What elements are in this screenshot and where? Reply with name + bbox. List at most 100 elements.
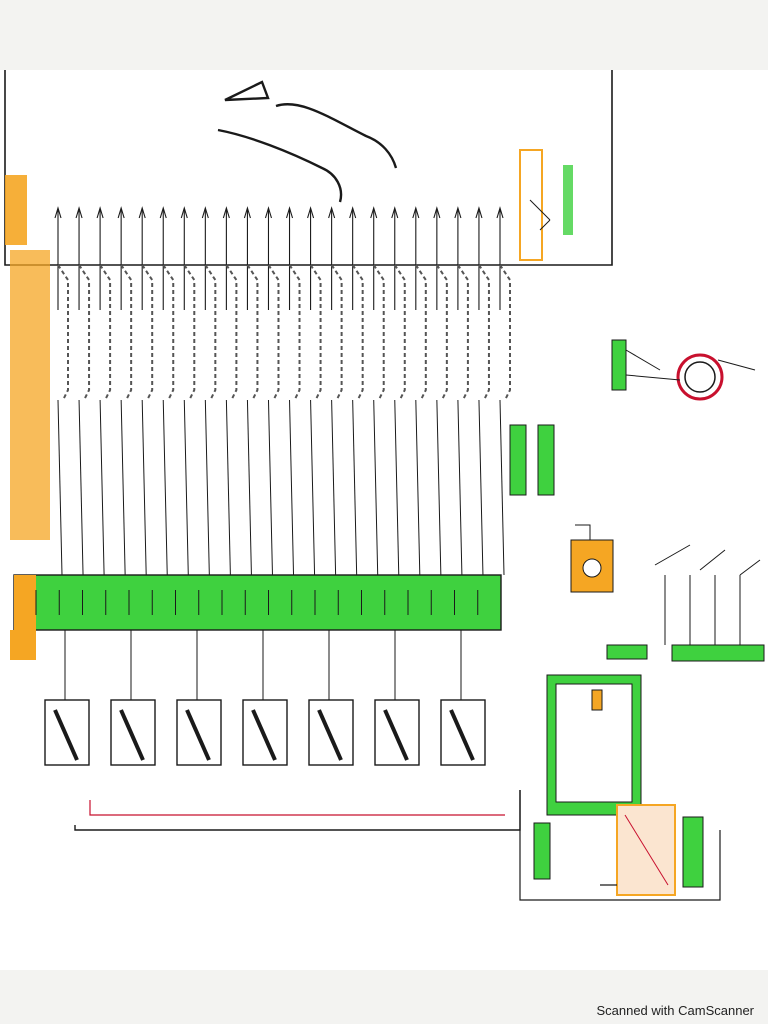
spare-strip-top	[5, 175, 27, 245]
arrow-head	[349, 206, 357, 219]
arrow-head	[75, 206, 83, 219]
arrow-head	[138, 206, 146, 219]
cable-label-scribble	[141, 264, 154, 401]
wire-down	[499, 399, 505, 576]
wire-down	[331, 399, 337, 576]
arrow-head	[433, 206, 441, 219]
wire-down	[99, 399, 105, 576]
cable-label-scribble	[457, 264, 469, 401]
fuse-4	[606, 644, 648, 660]
wire-down	[225, 399, 231, 576]
wire-down	[310, 399, 316, 576]
arrow-head	[54, 206, 62, 219]
arrow-head	[243, 206, 251, 219]
wire-down	[478, 399, 484, 576]
module-mark	[53, 709, 79, 761]
wire-down	[415, 399, 421, 576]
arrow-head	[222, 206, 230, 219]
thermosensor	[625, 349, 756, 401]
wire-bundle-bottom	[57, 399, 505, 576]
fuse-3	[682, 816, 704, 888]
cable-label-scribble	[351, 264, 364, 401]
sensor-modules	[44, 630, 486, 766]
wire-down	[57, 399, 63, 576]
relay-block	[546, 674, 642, 816]
cable-label-scribble	[204, 264, 217, 401]
cable-label-scribble	[246, 264, 259, 401]
plus-24-bus	[89, 800, 505, 816]
arrow-head	[412, 206, 420, 219]
scanner-watermark: Scanned with CamScanner	[596, 1003, 754, 1018]
wire-bundle-top	[54, 206, 504, 310]
wiring-diagram-sheet	[0, 70, 768, 970]
wire-down	[78, 399, 84, 576]
arrow-head	[454, 206, 462, 219]
wire-down	[352, 399, 358, 576]
terminal-pair	[509, 339, 627, 496]
solenoid-valve	[570, 524, 614, 593]
wire-down	[204, 399, 210, 576]
module-mark	[317, 709, 343, 761]
sensor-module	[44, 699, 90, 766]
arrow-head	[96, 206, 104, 219]
wiring-diagram	[4, 70, 765, 901]
cable-label-scribble	[414, 264, 427, 401]
switch-element	[519, 149, 551, 261]
cable-label-scribble	[57, 264, 69, 401]
arrow-head	[201, 206, 209, 219]
wire-down	[141, 399, 147, 576]
cable-label-scribble	[267, 264, 280, 401]
sensor-module	[440, 699, 486, 766]
cable-label-scribble	[436, 264, 448, 401]
wire-down	[120, 399, 126, 576]
wire-down	[246, 399, 252, 576]
wire-down	[162, 399, 168, 576]
module-mark	[251, 709, 277, 761]
wire-down	[267, 399, 273, 576]
wire-down	[457, 399, 463, 576]
cable-label-scribble	[225, 264, 238, 401]
arrow-head	[264, 206, 273, 219]
logo-mark	[217, 80, 398, 203]
wire-down	[394, 399, 400, 576]
cable-label-scribble	[372, 264, 385, 401]
arrow-head	[285, 206, 294, 219]
minus-24-bus	[74, 790, 521, 831]
switch-box	[654, 544, 765, 662]
arrow-head	[307, 206, 315, 219]
cable-label-scribble	[78, 264, 91, 401]
cable-label-scribble	[478, 264, 490, 401]
connection-box	[13, 574, 502, 631]
cable-label-scribble	[288, 264, 301, 401]
cable-labels	[57, 264, 511, 401]
power-wiring	[519, 790, 721, 901]
arrow-head	[475, 206, 483, 219]
wire-down	[289, 399, 295, 576]
cable-label-scribble	[309, 264, 322, 401]
panel-outline	[4, 70, 613, 266]
cable-label-scribble	[330, 264, 343, 401]
cable-label-scribble	[499, 264, 511, 401]
module-mark	[185, 709, 211, 761]
cable-label-scribble	[162, 264, 175, 401]
cable-label-scribble	[183, 264, 196, 401]
arrow-head	[180, 206, 188, 219]
module-mark	[449, 709, 475, 761]
arrow-head	[370, 206, 378, 219]
cable-label-scribble	[99, 264, 112, 401]
cable-label-scribble	[393, 264, 406, 401]
arrow-head	[117, 206, 125, 219]
module-mark	[119, 709, 145, 761]
wire-down	[373, 399, 379, 576]
arrow-head	[496, 206, 504, 219]
orange-notes	[10, 250, 50, 540]
module-mark	[383, 709, 409, 761]
fuse-2	[533, 822, 551, 880]
arrow-head	[391, 206, 399, 219]
spare-label-bottom	[10, 630, 36, 660]
arrow-head	[328, 206, 336, 219]
cable-label-scribble	[120, 264, 133, 401]
power-unit	[616, 804, 676, 896]
wire-down	[183, 399, 189, 576]
arrow-head	[159, 206, 167, 219]
